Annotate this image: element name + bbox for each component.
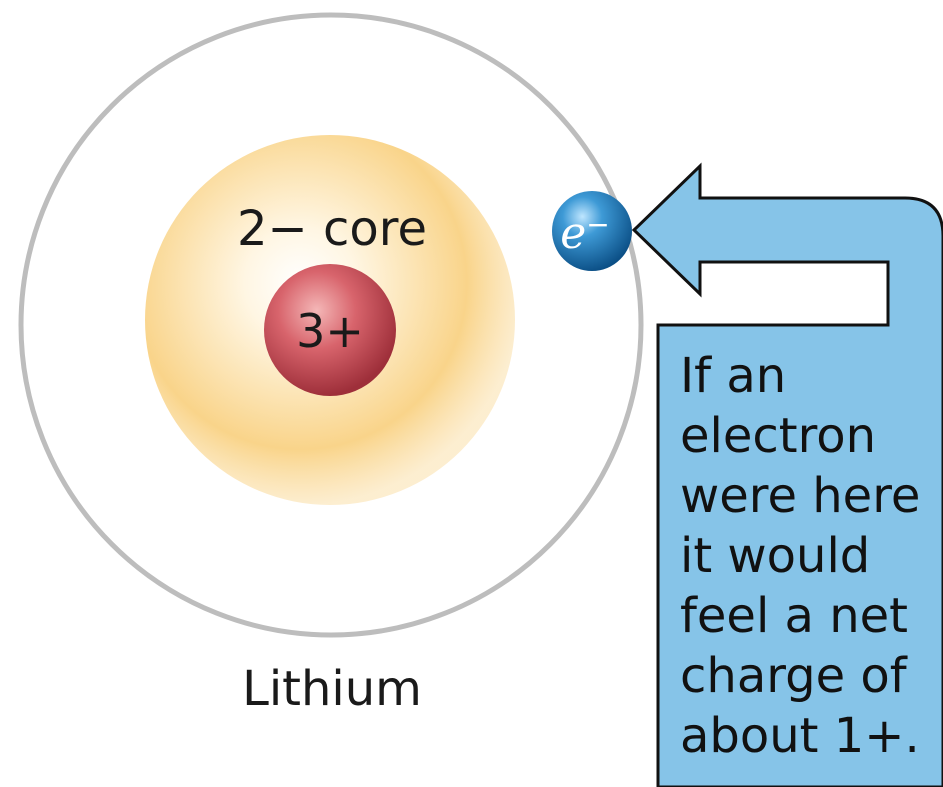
callout-line: it would bbox=[680, 528, 870, 584]
core-label: 2− core bbox=[237, 201, 427, 257]
atom-name-label: Lithium bbox=[242, 661, 422, 717]
callout-line: about 1+. bbox=[680, 708, 920, 764]
nucleus-label: 3+ bbox=[296, 304, 364, 358]
electron-symbol: e bbox=[560, 208, 586, 259]
callout-line: were here bbox=[680, 468, 920, 524]
callout-line: If an bbox=[680, 348, 786, 404]
callout-line: feel a net bbox=[680, 588, 908, 644]
electron-charge: − bbox=[586, 208, 609, 241]
callout-line: electron bbox=[680, 408, 876, 464]
callout-line: charge of bbox=[680, 648, 908, 704]
